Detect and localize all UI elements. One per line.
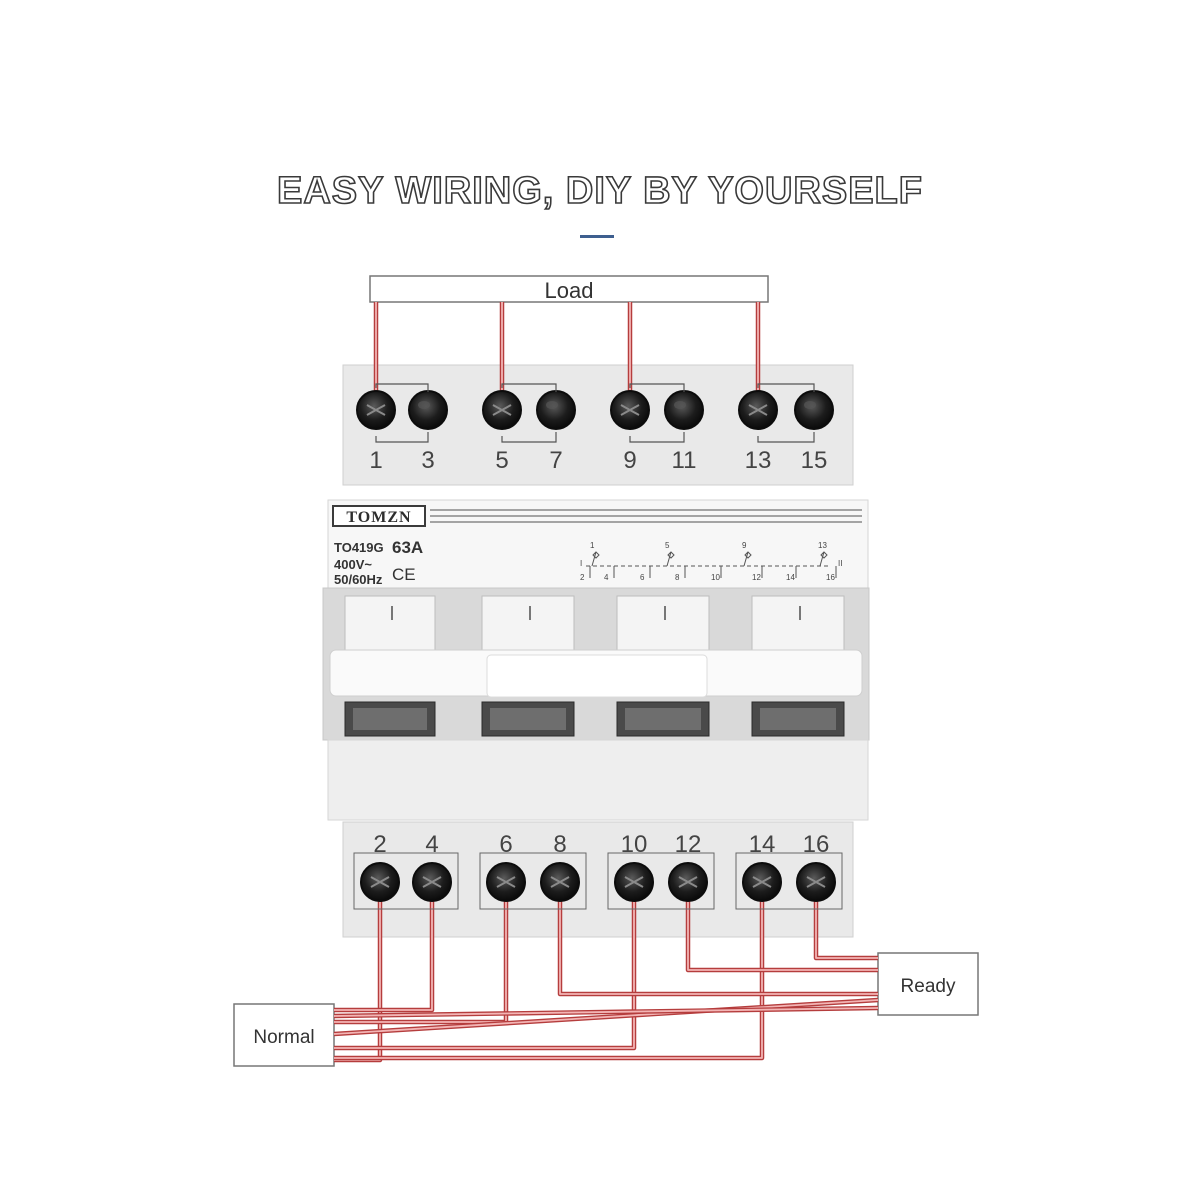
handle-bar-middle — [486, 654, 708, 698]
switch-handles — [344, 595, 845, 737]
terminal-4: 4 — [412, 831, 452, 902]
handle-2 — [481, 595, 575, 737]
terminal-6: 6 — [486, 831, 526, 902]
schematic-bottom-label: 10 — [711, 573, 720, 582]
lower-body — [327, 739, 869, 821]
schematic-bottom-label: 14 — [786, 573, 795, 582]
terminal-13: 13 — [738, 390, 778, 474]
schematic-bottom-label: 12 — [752, 573, 761, 582]
terminal-15-label: 15 — [801, 447, 828, 474]
ready-wire-1 — [557, 882, 878, 997]
terminal-16-label: 16 — [803, 831, 830, 858]
rating-text: 63A — [392, 538, 423, 557]
terminal-2-label: 2 — [373, 831, 386, 858]
terminal-5: 5 — [482, 390, 522, 474]
ready-wire-2 — [685, 882, 878, 973]
terminal-2: 2 — [360, 831, 400, 902]
terminal-10-label: 10 — [621, 831, 648, 858]
brand-plate — [332, 505, 426, 527]
schematic-top-label: 5 — [665, 541, 670, 550]
ready-wire-3 — [813, 882, 878, 961]
terminal-11-label: 11 — [672, 447, 697, 474]
ce-mark: CE — [392, 565, 416, 584]
load-label: Load — [545, 278, 594, 303]
terminal-1: 1 — [356, 390, 396, 474]
terminal-1-label: 1 — [369, 447, 382, 474]
terminal-9: 9 — [610, 390, 650, 474]
frequency-text: 50/60Hz — [334, 572, 383, 587]
model-text: TO419G — [334, 540, 384, 555]
terminal-12-label: 12 — [675, 831, 702, 858]
terminal-13-label: 13 — [745, 447, 772, 474]
terminal-3: 3 — [408, 390, 448, 474]
normal-box — [233, 1003, 335, 1067]
schematic-bottom-label: 4 — [604, 573, 609, 582]
normal-label: Normal — [253, 1027, 314, 1048]
bridge-wire-1 — [333, 997, 879, 1037]
schematic-bottom-label: 2 — [580, 573, 585, 582]
bridge-wire-2 — [333, 1005, 879, 1019]
terminal-7-label: 7 — [549, 447, 562, 474]
normal-wire-5 — [334, 882, 765, 1061]
schematic-pos-i: I — [580, 559, 582, 568]
schematic-bottom-label: 6 — [640, 573, 645, 582]
terminal-11: 11 — [664, 390, 704, 474]
terminal-8: 8 — [540, 831, 580, 902]
bottom-bracket — [479, 852, 587, 910]
schematic-bottom-label: 16 — [826, 573, 835, 582]
page-title: EASY WIRING, DIY BY YOURSELF — [276, 169, 923, 213]
handle-1 — [344, 595, 436, 737]
load-box — [369, 275, 769, 303]
normal-wire-4 — [334, 882, 637, 1051]
bottom-bracket — [353, 852, 459, 910]
top-bracket — [629, 383, 685, 443]
title-underline — [580, 235, 614, 238]
terminal-15: 15 — [794, 390, 834, 474]
terminal-5-label: 5 — [495, 447, 508, 474]
schematic-top-label: 9 — [742, 541, 747, 550]
terminal-14: 14 — [742, 831, 782, 902]
terminal-14-label: 14 — [749, 831, 776, 858]
top-bracket — [757, 383, 815, 443]
handle-4 — [751, 595, 845, 737]
ready-box — [877, 952, 979, 1016]
handle-3 — [616, 595, 710, 737]
schematic-pos-ii: II — [838, 559, 842, 568]
schematic-top-label: 13 — [818, 541, 827, 550]
terminal-6-label: 6 — [499, 831, 512, 858]
bottom-bracket — [735, 852, 843, 910]
terminal-4-label: 4 — [425, 831, 438, 858]
schematic-top-label: 1 — [590, 541, 595, 550]
terminal-3-label: 3 — [421, 447, 434, 474]
terminal-8-label: 8 — [553, 831, 566, 858]
bottom-bracket — [607, 852, 715, 910]
voltage-text: 400V~ — [334, 557, 372, 572]
normal-wire-2 — [334, 882, 435, 1013]
ready-label: Ready — [901, 976, 956, 997]
schematic-bottom-label: 8 — [675, 573, 680, 582]
top-bracket — [375, 383, 429, 443]
top-bracket — [501, 383, 557, 443]
terminal-9-label: 9 — [623, 447, 636, 474]
brand-logo: TOMZN — [346, 509, 411, 526]
